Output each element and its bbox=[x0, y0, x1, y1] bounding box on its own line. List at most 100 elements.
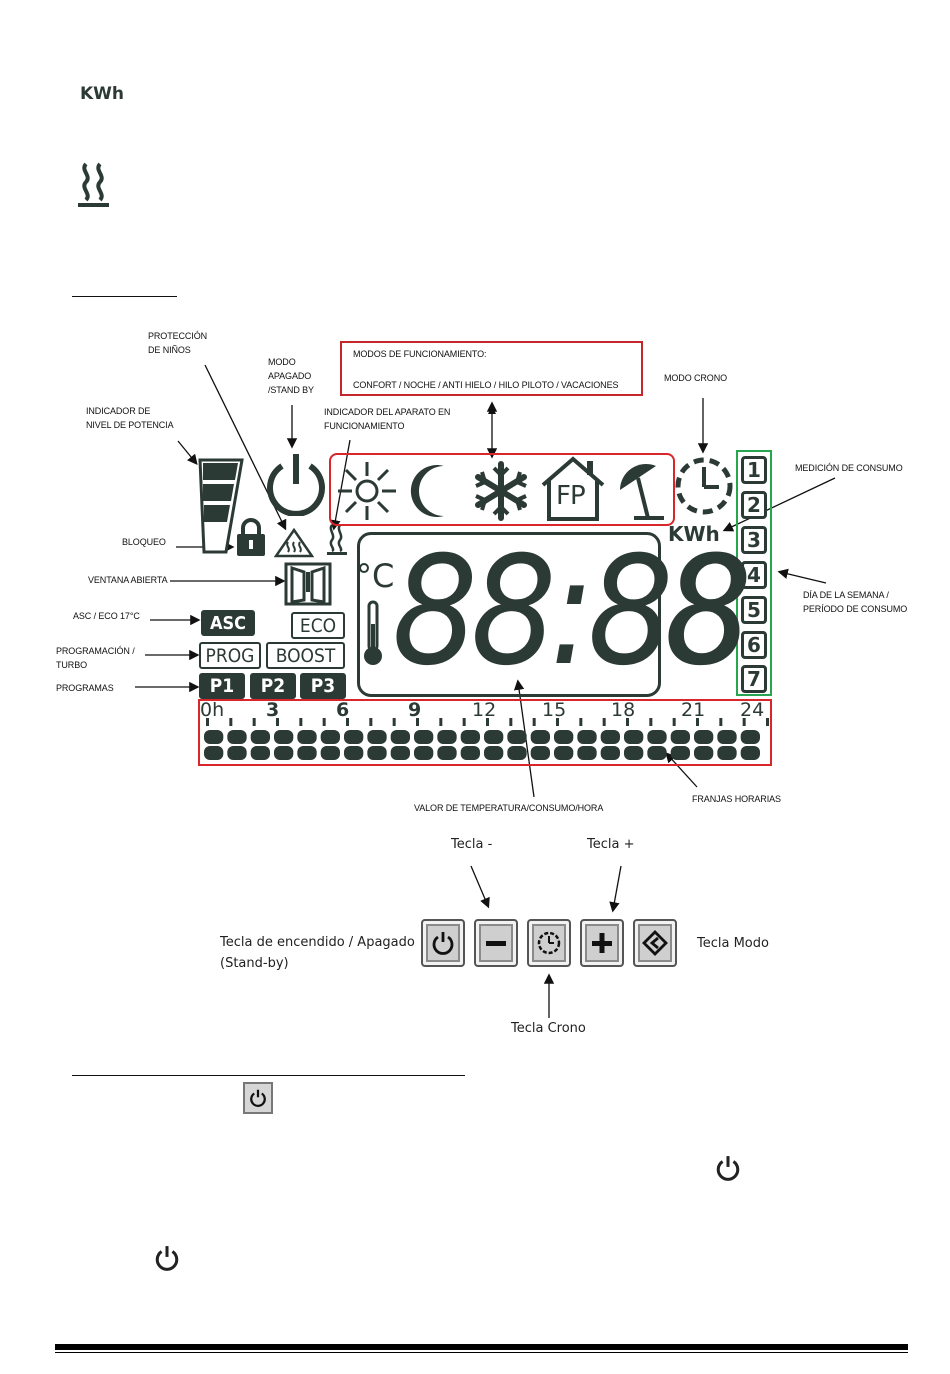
hour-tick bbox=[579, 718, 583, 726]
sun-icon bbox=[338, 462, 396, 520]
time-slot-lower bbox=[414, 746, 434, 760]
time-slot-bars bbox=[204, 718, 769, 760]
callout-consumption: MEDICIÓN DE CONSUMO bbox=[795, 463, 903, 473]
time-slot-upper bbox=[484, 730, 504, 744]
power-icon bbox=[155, 1246, 179, 1271]
time-slot-lower bbox=[297, 746, 317, 760]
hour-15: 15 bbox=[542, 699, 567, 721]
program-p1: P1 bbox=[199, 673, 245, 699]
minus-button[interactable] bbox=[474, 919, 518, 967]
minus-key-label: Tecla - bbox=[451, 837, 493, 852]
time-slot-upper bbox=[320, 730, 340, 744]
heating-active-icon bbox=[327, 524, 347, 555]
hour-tick bbox=[276, 718, 279, 726]
plus-key-label: Tecla + bbox=[587, 837, 635, 852]
time-slot-lower bbox=[274, 746, 294, 760]
hour-6: 6 bbox=[336, 699, 350, 721]
time-slot-lower bbox=[694, 746, 714, 760]
minus-icon bbox=[486, 941, 506, 946]
kwh-icon: KWh bbox=[80, 84, 125, 104]
time-slot-lower bbox=[530, 746, 550, 760]
time-slot-upper bbox=[367, 730, 387, 744]
time-slot-lower bbox=[717, 746, 737, 760]
hour-tick bbox=[532, 718, 536, 726]
right-digit: 8 bbox=[664, 525, 750, 699]
program-p3: P3 bbox=[300, 673, 346, 699]
time-slot-upper bbox=[204, 730, 224, 744]
clock-icon bbox=[537, 931, 561, 955]
hour-tick bbox=[322, 718, 326, 726]
time-slot-lower bbox=[600, 746, 620, 760]
time-slot-lower bbox=[367, 746, 387, 760]
time-slot-upper bbox=[530, 730, 550, 744]
hour-tick bbox=[346, 718, 349, 726]
hour-tick bbox=[369, 718, 373, 726]
footer-rule-thin bbox=[55, 1352, 908, 1353]
prog-badge: PROG bbox=[199, 642, 261, 669]
unit-celsius: °C bbox=[356, 557, 395, 595]
hour-tick bbox=[416, 718, 419, 726]
time-slot-lower bbox=[390, 746, 410, 760]
program-p2: P2 bbox=[250, 673, 296, 699]
hour-tick bbox=[206, 718, 209, 726]
main-digits: 88:88 bbox=[392, 525, 752, 699]
callout-off-mode: MODO APAGADO /STAND BY bbox=[268, 357, 314, 395]
callout-running-indicator: INDICADOR DEL APARATO EN FUNCIONAMIENTO bbox=[324, 407, 451, 431]
section-underline bbox=[72, 296, 177, 297]
modes-box-title: MODOS DE FUNCIONAMIENTO: bbox=[353, 349, 487, 359]
open-window-icon bbox=[284, 562, 332, 606]
time-slots-box bbox=[198, 699, 772, 766]
time-slot-upper bbox=[437, 730, 457, 744]
day-6: 6 bbox=[741, 631, 767, 659]
callout-child-protection: PROTECCIÓN DE NIÑOS bbox=[148, 331, 208, 355]
mode-button[interactable] bbox=[633, 919, 677, 967]
time-slot-lower bbox=[577, 746, 597, 760]
hour-tick bbox=[696, 718, 699, 726]
time-slot-lower bbox=[460, 746, 480, 760]
vacation-parasol-icon bbox=[620, 464, 664, 520]
padlock-icon bbox=[237, 518, 265, 556]
time-slot-lower bbox=[344, 746, 364, 760]
callout-time-slots: FRANJAS HORARIAS bbox=[692, 794, 781, 804]
time-slot-upper bbox=[717, 730, 737, 744]
plus-icon bbox=[592, 933, 612, 953]
asc-badge: ASC bbox=[201, 610, 255, 636]
power-icon bbox=[432, 932, 454, 955]
plus-button[interactable] bbox=[580, 919, 624, 967]
hour-tick bbox=[672, 718, 676, 726]
callout-power-level: INDICADOR DE NIVEL DE POTENCIA bbox=[86, 406, 174, 430]
time-slot-upper bbox=[460, 730, 480, 744]
pilot-wire-house-icon bbox=[541, 456, 605, 521]
callout-crono-mode: MODO CRONO bbox=[664, 373, 727, 383]
day-7: 7 bbox=[741, 665, 767, 693]
hour-tick bbox=[439, 718, 443, 726]
mode-icon bbox=[642, 930, 668, 956]
hour-tick bbox=[719, 718, 723, 726]
time-slot-lower bbox=[320, 746, 340, 760]
power-button[interactable] bbox=[421, 919, 465, 967]
time-slot-upper bbox=[297, 730, 317, 744]
time-slot-upper bbox=[647, 730, 667, 744]
crono-button[interactable] bbox=[527, 919, 571, 967]
time-slot-lower bbox=[554, 746, 574, 760]
time-slot-upper bbox=[624, 730, 644, 744]
day-2: 2 bbox=[741, 491, 767, 519]
hour-tick bbox=[252, 718, 256, 726]
time-slot-lower bbox=[437, 746, 457, 760]
time-slot-upper bbox=[740, 730, 760, 744]
time-slot-lower bbox=[670, 746, 690, 760]
hour-21: 21 bbox=[681, 699, 706, 721]
display-kwh: KWh bbox=[668, 522, 720, 546]
time-slot-upper bbox=[507, 730, 527, 744]
time-slot-lower bbox=[250, 746, 270, 760]
child-protection-icon bbox=[274, 528, 314, 558]
callout-value: VALOR DE TEMPERATURA/CONSUMO/HORA bbox=[414, 803, 604, 813]
time-slot-upper bbox=[577, 730, 597, 744]
time-slot-upper bbox=[670, 730, 690, 744]
hour-tick bbox=[649, 718, 653, 726]
hour-18: 18 bbox=[611, 699, 636, 721]
hour-tick bbox=[766, 718, 769, 726]
time-slot-lower bbox=[647, 746, 667, 760]
eco-badge: ECO bbox=[291, 612, 345, 639]
weekday-box bbox=[736, 450, 772, 696]
